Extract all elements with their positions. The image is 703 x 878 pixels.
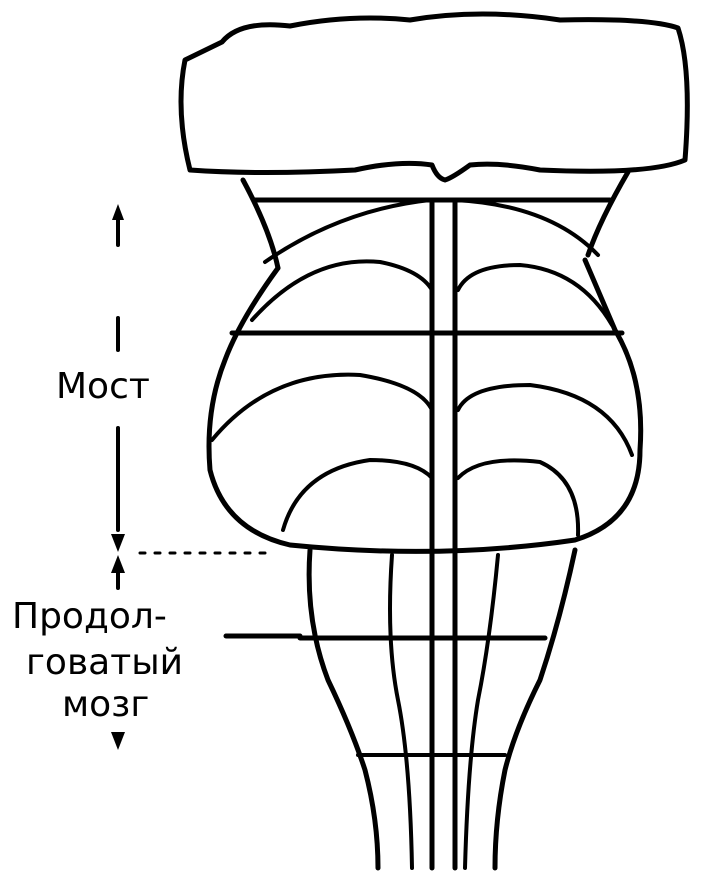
pons-upper-left-arc <box>265 200 430 262</box>
medulla-label-line1: Продол- <box>12 596 167 637</box>
pons-third-right-arc <box>458 385 632 455</box>
pons-lower-left-arc <box>283 460 432 530</box>
medulla-inner-right <box>465 555 498 868</box>
pons-lower-right-arc <box>458 460 578 535</box>
medulla-left-edge <box>309 550 378 868</box>
pons-bracket-bottom-arrowhead <box>111 534 125 552</box>
pons-upper-right-arc <box>455 200 598 255</box>
pons-label: Мост <box>56 366 150 407</box>
medulla-inner-left <box>390 555 412 868</box>
pons-bracket-top-arrowhead <box>112 204 124 220</box>
right-peduncle-line <box>588 172 628 255</box>
midbrain-outline <box>181 14 687 180</box>
medulla-label-line3: мозг <box>62 684 149 725</box>
medulla-right-edge <box>495 550 575 868</box>
medulla-bracket-bottom-arrowhead <box>111 732 125 750</box>
medulla-bracket-top-arrowhead <box>111 555 125 573</box>
medulla-label-line2: говатый <box>26 642 183 683</box>
pons-third-left-arc <box>212 375 432 440</box>
